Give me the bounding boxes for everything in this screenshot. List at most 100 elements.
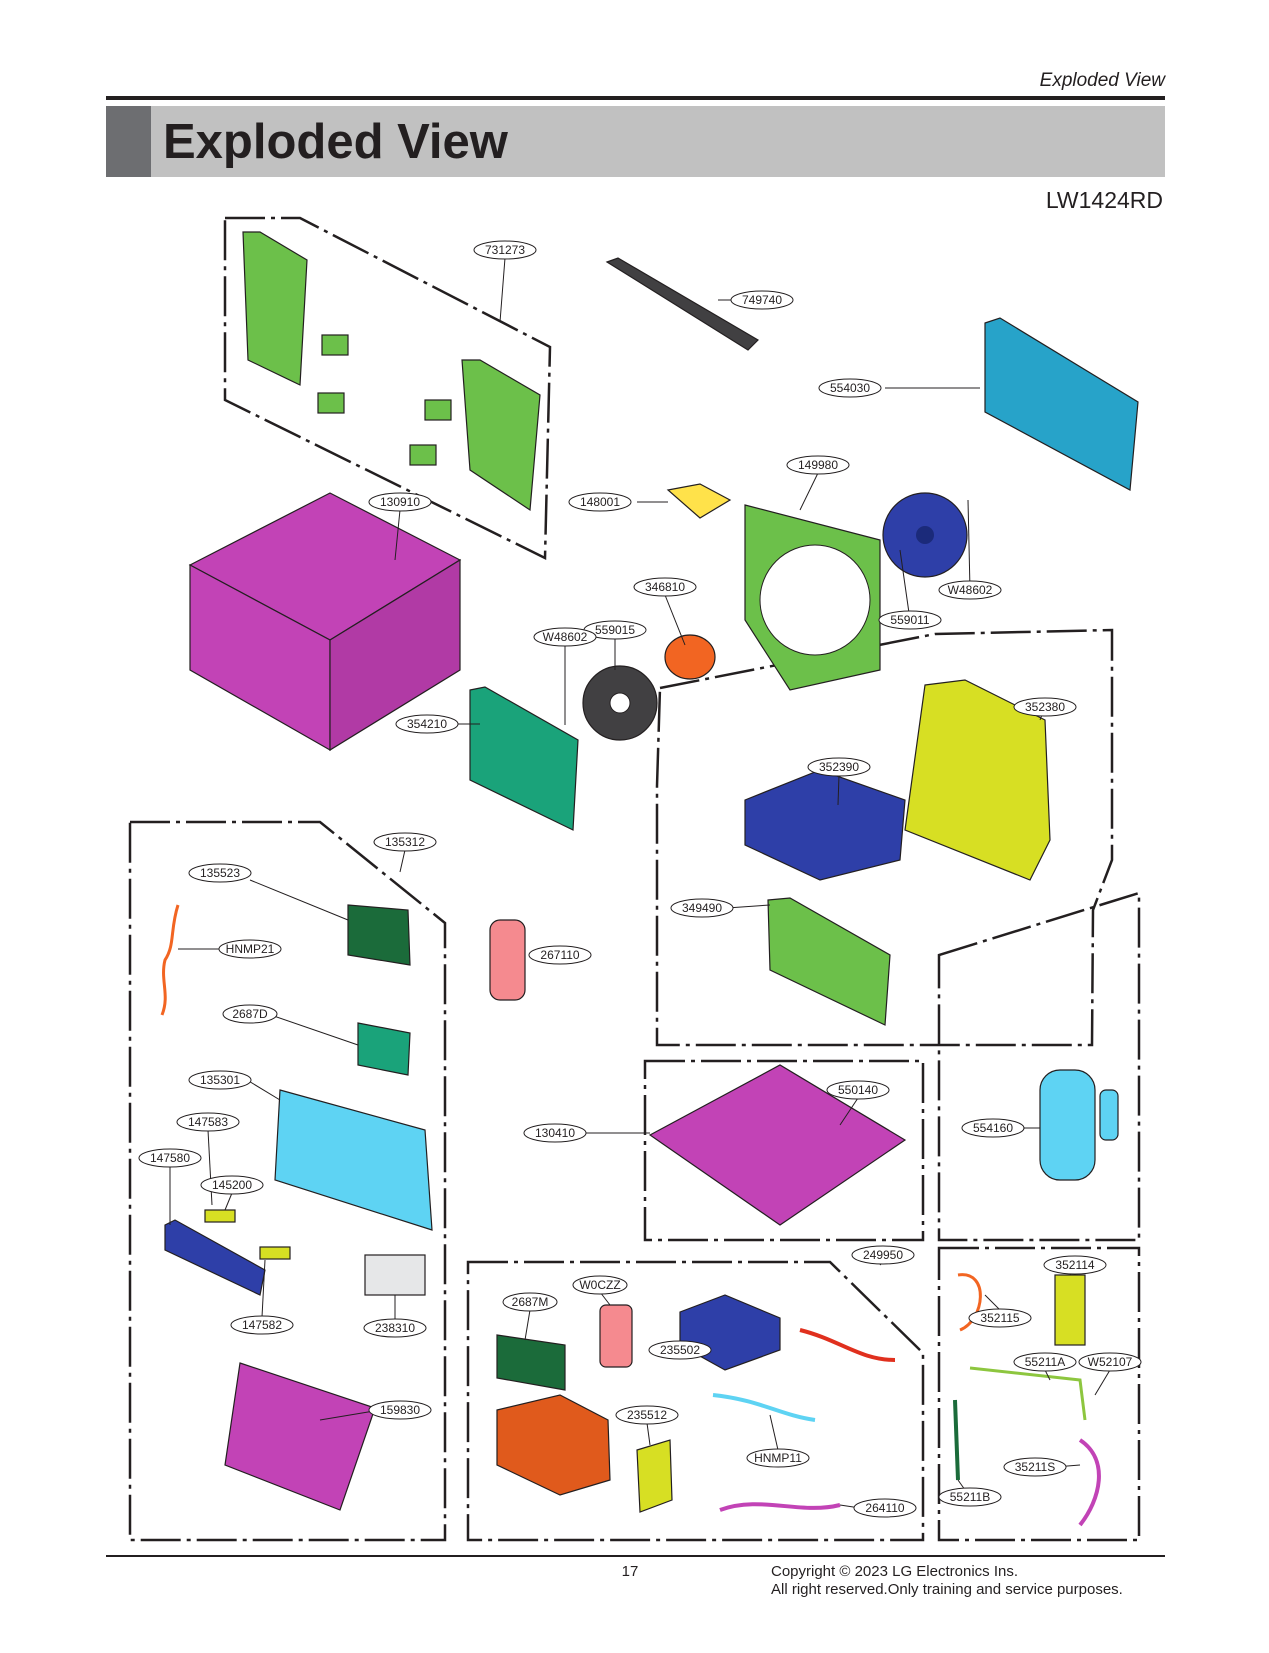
- callout-label: 264110: [865, 1501, 904, 1515]
- callout-bubble: [363, 1318, 427, 1338]
- callout-label: 235502: [660, 1343, 700, 1357]
- part-148001: [666, 483, 732, 519]
- callout-2687m: 2687M: [502, 1292, 558, 1312]
- callout-bubble: [188, 863, 252, 883]
- callout-bubble: [1013, 697, 1077, 717]
- callout-352115: 352115: [968, 1308, 1032, 1328]
- callout-label: 55211B: [950, 1490, 990, 1504]
- callout-label: 349490: [682, 901, 722, 915]
- callout-label: 731273: [485, 243, 525, 257]
- callout-label: 559015: [595, 623, 635, 637]
- callout-135312: 135312: [373, 832, 437, 852]
- callout-749740: 749740: [730, 290, 794, 310]
- part-559015-hub: [609, 692, 631, 714]
- callout-235512: 235512: [615, 1405, 679, 1425]
- callout-label: HNMP11: [754, 1451, 802, 1465]
- callout-label: 346810: [645, 580, 685, 594]
- callout-bubble: [533, 627, 597, 647]
- callout-label: 149980: [798, 458, 838, 472]
- callout-554160: 554160: [961, 1118, 1025, 1138]
- banner-tab: [106, 106, 151, 177]
- callout-label: 135301: [200, 1073, 240, 1087]
- callout-bubble: [961, 1118, 1025, 1138]
- callout-559015: 559015: [583, 620, 647, 640]
- frame-top-left: [223, 216, 552, 560]
- callout-label: 238310: [375, 1321, 415, 1335]
- callout-bubble: [670, 898, 734, 918]
- callout-label: 135523: [200, 866, 240, 880]
- callout-bubble: [176, 1112, 240, 1132]
- callout-label: 554030: [830, 381, 870, 395]
- callout-bubble: [473, 240, 537, 260]
- callout-35211s: 35211S: [1003, 1457, 1067, 1477]
- callout-label: 35211S: [1015, 1460, 1055, 1474]
- part-264110: [719, 1502, 841, 1512]
- callout-130410: 130410: [523, 1123, 587, 1143]
- section-title: Exploded View: [163, 115, 508, 169]
- callout-bubble: [528, 945, 592, 965]
- callout-352114: 352114: [1043, 1255, 1107, 1275]
- callout-bubble: [615, 1405, 679, 1425]
- model-number: LW1424RD: [1045, 187, 1163, 213]
- part-249950: [799, 1328, 896, 1362]
- callout-label: 352114: [1055, 1258, 1094, 1272]
- callout-w52107: W52107: [1078, 1352, 1142, 1372]
- part-352390: [744, 769, 906, 881]
- callout-238310: 238310: [363, 1318, 427, 1338]
- callout-bubble: [1003, 1457, 1067, 1477]
- callout-354210: 354210: [395, 714, 459, 734]
- part-2687D: [357, 1022, 411, 1076]
- callout-label: HNMP21: [226, 942, 275, 956]
- frame-base: [643, 1059, 925, 1242]
- callout-bubble: [395, 714, 459, 734]
- callout-149980: 149980: [786, 455, 850, 475]
- callout-bubble: [938, 580, 1002, 600]
- callout-bubble: [746, 1448, 810, 1468]
- part-731273-clip-3: [424, 399, 452, 421]
- section-banner: [106, 106, 1165, 177]
- parts-layer: [160, 231, 1139, 1527]
- callout-w48602: W48602: [938, 580, 1002, 600]
- part-2687M: [496, 1334, 566, 1391]
- callout-hnmp11: HNMP11: [746, 1448, 810, 1468]
- callout-bubble: [648, 1340, 712, 1360]
- callout-label: 2687M: [512, 1295, 549, 1309]
- part-135523: [347, 904, 411, 966]
- callout-bubble: [222, 1004, 278, 1024]
- callout-label: 147583: [188, 1115, 228, 1129]
- copyright-line-2: All right reserved.Only training and ser…: [771, 1581, 1123, 1598]
- part-HNMP21: [160, 904, 180, 1016]
- callout-731273: 731273: [473, 240, 537, 260]
- header-rule: [106, 96, 1165, 100]
- callout-bubble: [1078, 1352, 1142, 1372]
- callout-55211b: 55211B: [938, 1487, 1002, 1507]
- callout-bubble: [218, 939, 282, 959]
- part-554160: [1039, 1069, 1096, 1181]
- callout-bubble: [853, 1498, 917, 1518]
- callout-label: 559011: [890, 613, 929, 627]
- callout-bubble: [188, 1070, 252, 1090]
- callout-264110: 264110: [853, 1498, 917, 1518]
- callout-2687d: 2687D: [222, 1004, 278, 1024]
- callout-bubble: [200, 1175, 264, 1195]
- callout-bubble: [851, 1245, 915, 1265]
- callout-label: 554160: [973, 1121, 1013, 1135]
- callout-label: W48602: [948, 583, 993, 597]
- footer-rule: [106, 1555, 1165, 1557]
- callout-352390: 352390: [807, 757, 871, 777]
- part-159830: [224, 1362, 376, 1511]
- callout-235502: 235502: [648, 1340, 712, 1360]
- frame-electrical: [466, 1260, 925, 1542]
- part-352114: [1054, 1274, 1086, 1346]
- callout-bubble: [373, 832, 437, 852]
- callout-label: 2687D: [232, 1007, 268, 1021]
- leader-lines: [169, 257, 1111, 1509]
- frame-piping: [937, 1246, 1141, 1542]
- callout-147580: 147580: [138, 1148, 202, 1168]
- callout-554030: 554030: [818, 378, 882, 398]
- callout-bubble: [230, 1315, 294, 1335]
- part-731273-clip-2: [317, 392, 345, 414]
- callout-bubble: [818, 378, 882, 398]
- part-731273-clip-1: [321, 334, 349, 356]
